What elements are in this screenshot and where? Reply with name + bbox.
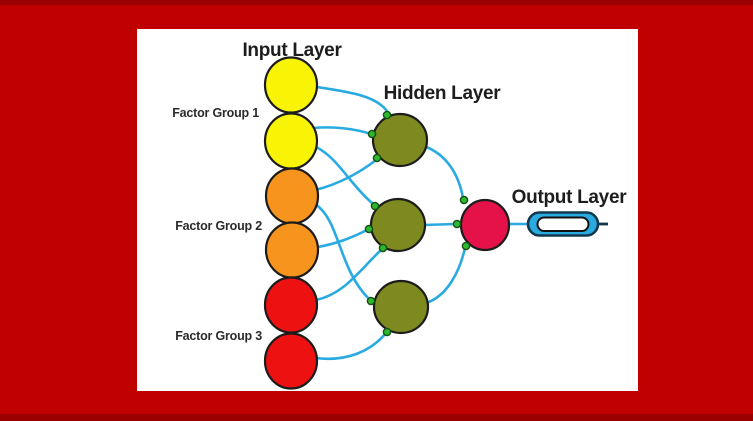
background-top-edge bbox=[0, 0, 753, 5]
edge-input-node-3-to-hidden-node-1 bbox=[313, 158, 378, 192]
connector-dot bbox=[366, 296, 376, 306]
connector-dot bbox=[372, 153, 382, 163]
hidden-node-2 bbox=[369, 197, 427, 253]
connector-dot bbox=[382, 327, 392, 337]
edge-hidden-node-1-to-output-node bbox=[422, 144, 465, 200]
edge-hidden-node-2-to-output-node bbox=[422, 222, 457, 227]
edge-input-node-1-to-hidden-node-1 bbox=[315, 85, 389, 113]
connector-dot bbox=[382, 110, 392, 120]
hidden-node-1 bbox=[371, 112, 429, 168]
hidden-node-3 bbox=[372, 279, 430, 335]
connector-dot bbox=[370, 201, 380, 211]
connector-dot bbox=[378, 243, 388, 253]
nodes-group bbox=[263, 56, 511, 390]
connector-dot bbox=[367, 129, 377, 139]
edge-input-node-4-to-hidden-node-2 bbox=[316, 228, 369, 249]
input-node-6 bbox=[263, 332, 319, 390]
terminal-group bbox=[526, 211, 608, 237]
labels-group: Input Layer Hidden Layer Output Layer Fa… bbox=[172, 40, 627, 343]
hidden-layer-title: Hidden Layer bbox=[384, 83, 502, 104]
connector-dot bbox=[452, 219, 462, 229]
input-node-5 bbox=[263, 276, 319, 334]
edge-hidden-node-3-to-output-node bbox=[424, 246, 467, 305]
input-layer-title: Input Layer bbox=[242, 40, 342, 61]
connector-dot bbox=[364, 224, 374, 234]
edge-input-node-6-to-hidden-node-3 bbox=[314, 332, 387, 361]
edge-input-node-3-to-hidden-node-3 bbox=[313, 202, 371, 301]
edge-input-node-2-to-hidden-node-1 bbox=[311, 126, 373, 136]
factor-group-2-label: Factor Group 2 bbox=[175, 219, 262, 233]
output-layer-title: Output Layer bbox=[512, 187, 628, 208]
input-node-3 bbox=[264, 167, 320, 225]
factor-group-1-label: Factor Group 1 bbox=[172, 106, 259, 120]
dots-group bbox=[364, 110, 471, 337]
factor-group-3-label: Factor Group 3 bbox=[175, 329, 262, 343]
background-bottom-edge bbox=[0, 414, 753, 421]
output-terminal-pill-inner bbox=[536, 216, 590, 232]
input-node-4 bbox=[264, 221, 320, 279]
edge-input-node-2-to-hidden-node-2 bbox=[314, 145, 375, 206]
connector-dot bbox=[459, 195, 469, 205]
input-node-2 bbox=[263, 112, 319, 170]
edge-input-node-5-to-hidden-node-2 bbox=[314, 248, 383, 302]
input-node-1 bbox=[263, 56, 319, 114]
connector-dot bbox=[461, 241, 471, 251]
edges-group bbox=[311, 85, 531, 361]
